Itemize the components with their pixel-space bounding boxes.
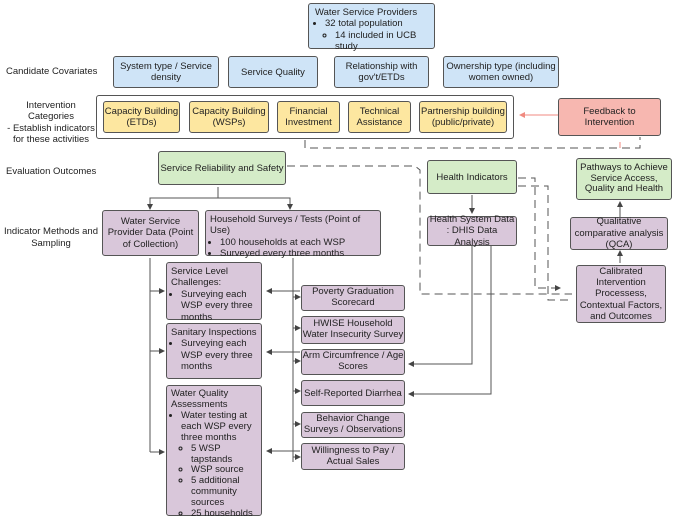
wsp-subitem: 14 included in UCB study [335, 30, 428, 53]
service-level-title: Service Level Challenges: [171, 266, 229, 289]
covariate-service-quality-label: Service Quality [241, 66, 305, 78]
poverty-box: Poverty Graduation Scorecard [301, 285, 405, 311]
row-label-intervention-line2: - Establish indicators [7, 122, 95, 134]
feedback-to-intervention-box: Feedback to Intervention [558, 98, 661, 136]
intervention-cb-etds-label: Capacity Building (ETDs) [104, 106, 179, 128]
water-quality-title: Water Quality Assessments [171, 388, 229, 410]
sanitary-title: Sanitary Inspections [171, 327, 257, 338]
service-reliability-label: Service Reliability and Safety [160, 162, 284, 174]
row-label-intervention-line3: for these activities [12, 134, 90, 146]
health-indicators-label: Health Indicators [436, 171, 508, 183]
covariate-relationship-label: Relationship with gov't/ETDs [345, 61, 418, 83]
covariate-system-type-label: System type / Service density [120, 61, 212, 83]
covariate-ownership-label: Ownership type (including women owned) [446, 61, 556, 83]
dhis-box: Health System Data : DHIS Data Analysis [427, 213, 517, 248]
intervention-technical-label: Technical Assistance [356, 106, 403, 128]
service-level-item: Surveying each WSP every three months [181, 289, 257, 323]
intervention-partnership: Partnership building (public/private) [419, 101, 507, 133]
calibrated-box: Calibrated Intervention Processess, Cont… [576, 265, 666, 323]
wsp-title: Water Service Providers [315, 7, 418, 18]
service-level-box: Service Level Challenges: Surveying each… [166, 262, 262, 323]
wsp-data-label: Water Service Provider Data (Point of Co… [107, 215, 194, 250]
pathways-box: Pathways to Achieve Service Access, Qual… [576, 158, 672, 200]
qca-box: Qualitative comparative analysis (QCA) [570, 216, 668, 251]
intervention-cb-etds: Capacity Building (ETDs) [103, 101, 180, 133]
feedback-label: Feedback to Intervention [583, 106, 636, 128]
intervention-technical: Technical Assistance [348, 101, 411, 133]
willingness-label: Willingness to Pay / Actual Sales [311, 444, 395, 467]
household-item: Surveyed every three months [220, 248, 376, 259]
water-quality-item: Water testing at each WSP every three mo… [181, 410, 257, 444]
covariate-system-type: System type / Service density [113, 56, 219, 88]
row-label-candidate-covariates: Candidate Covariates [6, 66, 98, 77]
diarrhea-label: Self-Reported Diarrhea [304, 387, 402, 399]
hwise-box: HWISE Household Water Insecurity Survey [301, 316, 405, 344]
row-label-intervention-categories: Intervention Categories - Establish indi… [2, 100, 100, 146]
water-quality-box: Water Quality Assessments Water testing … [166, 385, 262, 519]
household-title: Household Surveys / Tests (Point of Use) [210, 214, 361, 237]
wsp-data-box: Water Service Provider Data (Point of Co… [102, 210, 199, 256]
sanitary-box: Sanitary Inspections Surveying each WSP … [166, 323, 262, 379]
sanitary-item: Surveying each WSP every three months [181, 338, 257, 372]
poverty-label: Poverty Graduation Scorecard [312, 286, 394, 308]
arm-box: Arm Circumfrence / Age Scores [301, 349, 405, 375]
hwise-label: HWISE Household Water Insecurity Survey [302, 318, 404, 340]
covariate-service-quality: Service Quality [228, 56, 318, 88]
row-label-evaluation-outcomes: Evaluation Outcomes [6, 166, 97, 177]
water-quality-subitem: 25 households [191, 508, 257, 520]
wsp-item: 32 total population [325, 18, 428, 29]
qca-label: Qualitative comparative analysis (QCA) [574, 216, 664, 251]
arm-label: Arm Circumfrence / Age Scores [302, 350, 404, 372]
pathways-label: Pathways to Achieve Service Access, Qual… [580, 161, 668, 195]
behavior-box: Behavior Change Surveys / Observations [301, 412, 405, 438]
calibrated-label: Calibrated Intervention Processess, Cont… [579, 265, 663, 323]
dhis-label: Health System Data : DHIS Data Analysis [429, 213, 515, 248]
service-reliability-box: Service Reliability and Safety [158, 151, 286, 185]
row-label-indicator-methods: Indicator Methods and Sampling [2, 226, 100, 251]
row-label-indicator-line1: Indicator Methods and [3, 226, 98, 237]
intervention-cb-wsps: Capacity Building (WSPs) [189, 101, 269, 133]
covariate-ownership: Ownership type (including women owned) [443, 56, 559, 88]
household-item: 100 households at each WSP [220, 237, 376, 248]
diarrhea-box: Self-Reported Diarrhea [301, 380, 405, 406]
row-label-indicator-line2: Sampling [31, 238, 71, 250]
intervention-financial: Financial Investment [277, 101, 340, 133]
row-label-intervention-line1: Intervention Categories [26, 100, 76, 123]
water-quality-subitem: WSP source [191, 465, 257, 476]
intervention-partnership-label: Partnership building (public/private) [421, 106, 505, 128]
intervention-financial-label: Financial Investment [285, 106, 332, 128]
water-service-providers-box: Water Service Providers 32 total populat… [308, 3, 435, 52]
intervention-cb-wsps-label: Capacity Building (WSPs) [192, 106, 266, 128]
water-quality-subitem: 5 additional community sources [191, 475, 257, 509]
willingness-box: Willingness to Pay / Actual Sales [301, 443, 405, 470]
covariate-relationship: Relationship with gov't/ETDs [334, 56, 429, 88]
household-surveys-box: Household Surveys / Tests (Point of Use)… [205, 210, 381, 259]
behavior-label: Behavior Change Surveys / Observations [303, 413, 403, 435]
health-indicators-box: Health Indicators [427, 160, 517, 194]
water-quality-subitem: 5 WSP tapstands [191, 443, 257, 466]
